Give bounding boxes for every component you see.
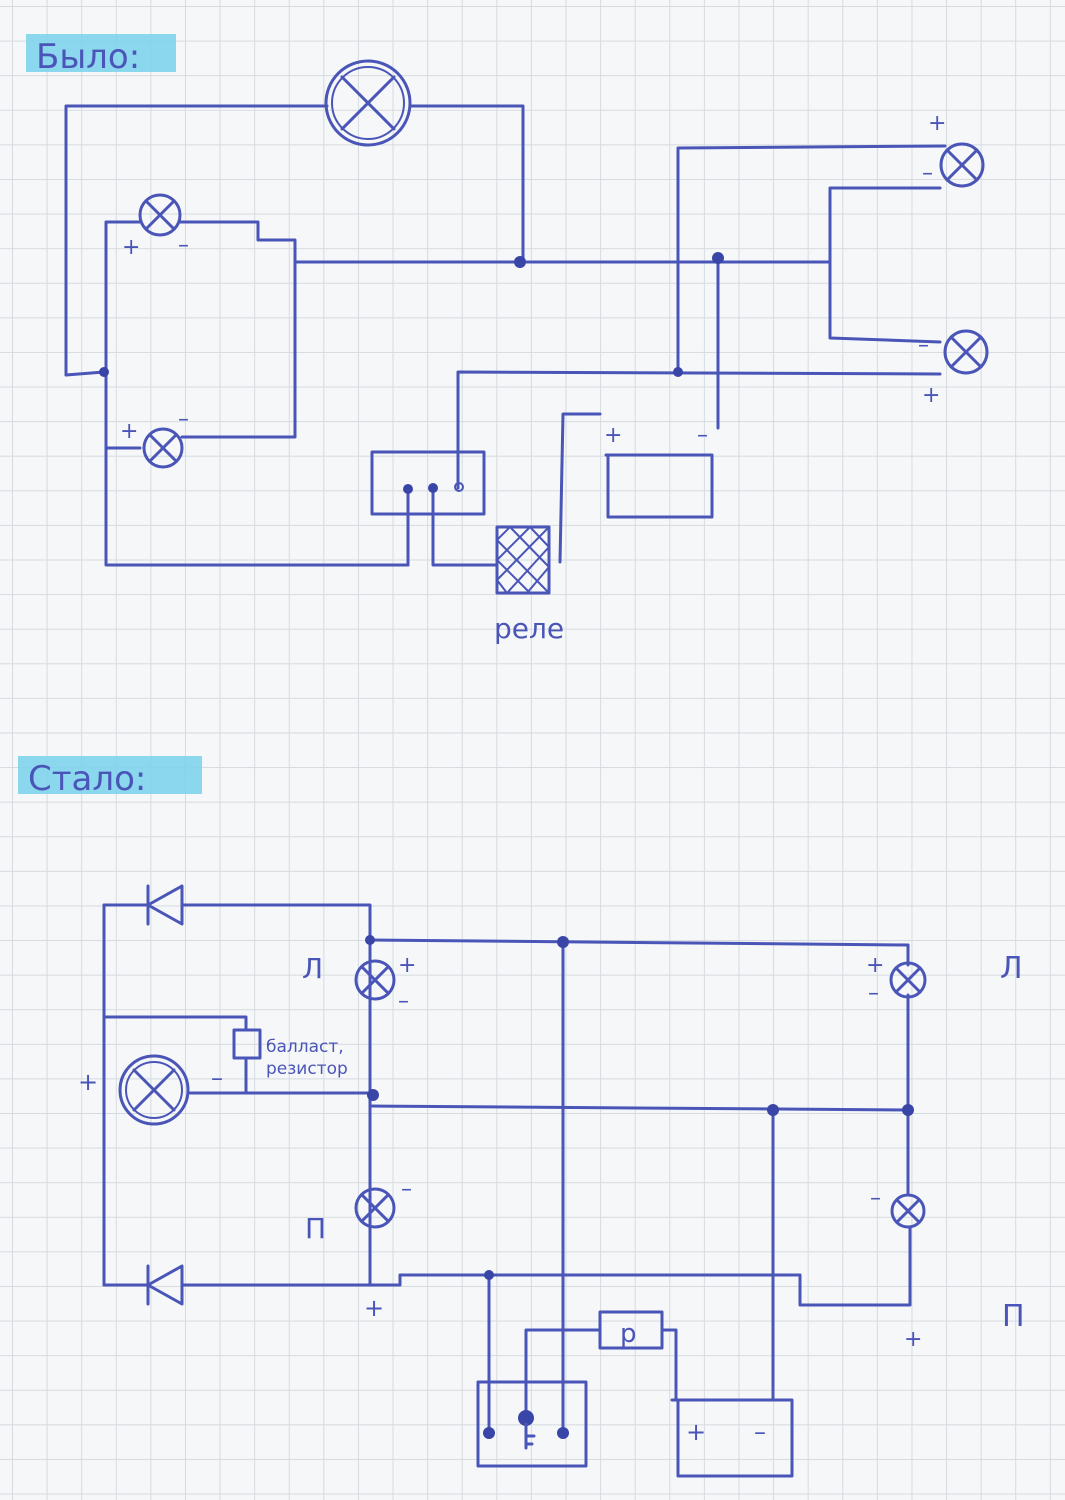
polarity-plus: + <box>604 423 622 448</box>
polarity-plus: + <box>922 383 940 408</box>
before-wire-relay-out <box>456 370 942 490</box>
after-wire-relay-out <box>660 1328 678 1402</box>
before-junction <box>673 367 683 377</box>
before-wire-relay-b <box>431 488 499 567</box>
key-icon <box>518 1410 536 1450</box>
relay-box-label: р <box>620 1319 637 1349</box>
after-wire-key <box>524 1328 602 1417</box>
polarity-plus: + <box>78 1068 98 1096</box>
label-left-front: Л <box>302 952 323 985</box>
after-switch-terminal <box>557 1427 569 1439</box>
polarity-plus: + <box>122 235 140 260</box>
after-lamp-front-right <box>354 1187 396 1229</box>
after-switch-terminal <box>483 1427 495 1439</box>
relay-label: реле <box>494 612 564 645</box>
polarity-minus: – <box>918 333 929 358</box>
after-diagram: Стало: баллаcт, резисто <box>18 756 1025 1478</box>
polarity-minus: – <box>868 981 879 1006</box>
before-switch-terminal <box>428 483 438 493</box>
before-junction <box>99 367 109 377</box>
before-wire-rear-plus <box>676 144 947 374</box>
after-junction <box>902 1104 914 1116</box>
before-lamp-front-top <box>138 193 182 237</box>
before-diagram: Было: <box>26 34 989 645</box>
label-left-rear: Л <box>1000 951 1023 986</box>
before-wire-join <box>64 370 106 377</box>
before-relay <box>495 525 551 595</box>
before-label: Было: <box>36 37 140 77</box>
before-lamp-front-bottom <box>142 427 184 469</box>
before-switch-box <box>370 450 486 516</box>
label-right-rear: П <box>1002 1299 1025 1334</box>
before-junction <box>514 256 526 268</box>
polarity-plus: + <box>120 419 138 444</box>
polarity-plus: + <box>904 1327 922 1352</box>
after-junction <box>767 1104 779 1116</box>
after-flasher-lamp <box>118 1054 190 1126</box>
before-lamp-rear-bottom <box>943 329 989 375</box>
polarity-plus: + <box>866 953 884 978</box>
ballast-label-line2: резистор <box>266 1059 348 1079</box>
after-junction <box>365 935 375 945</box>
after-lamp-rear-right <box>890 1193 926 1229</box>
before-switch-terminal <box>403 484 413 494</box>
polarity-plus: + <box>364 1294 384 1322</box>
before-wire-relay-coil <box>558 412 602 564</box>
battery-plus: + <box>686 1418 706 1446</box>
after-lamp-rear-left <box>889 961 927 999</box>
polarity-plus: + <box>398 953 416 978</box>
before-wire-top-left <box>64 104 329 377</box>
diode-top <box>102 884 372 1287</box>
polarity-minus: – <box>922 161 933 186</box>
ballast-resistor <box>232 1028 262 1060</box>
before-lamp-rear-top <box>939 142 985 188</box>
after-lamp-front-left <box>354 959 396 1001</box>
after-highlight <box>18 756 202 794</box>
polarity-minus: – <box>870 1186 881 1211</box>
after-junction <box>557 936 569 948</box>
diode-bottom <box>102 1264 372 1306</box>
before-highlight <box>26 34 176 72</box>
before-battery <box>604 453 714 519</box>
before-wire-left-bus <box>104 220 410 567</box>
after-junction <box>484 1270 494 1280</box>
before-junction <box>712 252 724 264</box>
after-wire-mid-bus <box>370 1104 910 1112</box>
after-label: Стало: <box>28 759 146 799</box>
polarity-minus: – <box>211 1064 223 1092</box>
before-switch-terminal <box>454 482 464 492</box>
label-right-front: П <box>305 1212 326 1245</box>
polarity-minus: – <box>697 423 708 448</box>
polarity-minus: – <box>398 989 409 1014</box>
before-wire-lamp-return <box>178 220 297 439</box>
after-wire-rear-right <box>368 1226 912 1307</box>
after-battery <box>670 1398 794 1478</box>
before-flasher-lamp <box>324 59 412 147</box>
polarity-minus: – <box>178 407 189 432</box>
polarity-minus: – <box>401 1177 412 1202</box>
battery-minus: – <box>754 1418 766 1446</box>
before-wire-top-right <box>408 104 525 265</box>
after-switch-box <box>476 1380 588 1468</box>
ballast-label-line1: баллаcт, <box>266 1037 344 1057</box>
after-wire-ballast-top <box>102 1015 248 1032</box>
before-wire-rear-bottom <box>828 260 942 344</box>
before-wire-rear-top <box>828 186 942 264</box>
after-relay-box <box>598 1310 664 1350</box>
polarity-minus: – <box>178 233 189 258</box>
after-junction <box>367 1089 379 1101</box>
polarity-plus: + <box>928 111 946 136</box>
after-wire-top-bus <box>368 938 910 947</box>
